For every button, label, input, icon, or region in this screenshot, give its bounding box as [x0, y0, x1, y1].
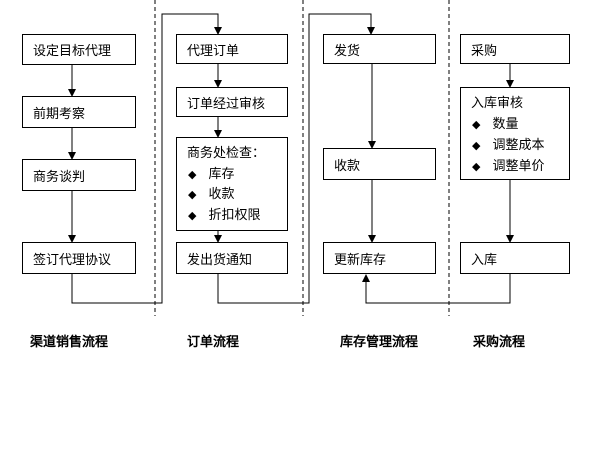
lane-title-purchase: 采购流程	[473, 335, 526, 350]
step-business-negotiation: 商务谈判	[22, 159, 136, 191]
step-ship: 发货	[323, 34, 436, 64]
review-item: 调整成本	[471, 135, 569, 156]
step-agent-order: 代理订单	[176, 34, 288, 64]
review-item: 数量	[471, 114, 569, 135]
lane-title-channel-sales: 渠道销售流程	[30, 335, 109, 350]
review-title: 入库审核	[471, 96, 524, 111]
step-preliminary-survey: 前期考察	[22, 96, 136, 128]
cross-lane-connector	[217, 13, 375, 304]
check-item: 折扣权限	[187, 206, 287, 227]
step-sign-agreement: 签订代理协议	[22, 242, 136, 274]
check-title: 商务处检查：	[187, 146, 266, 161]
lane-title-order: 订单流程	[187, 335, 240, 350]
step-inbound-review: 入库审核 数量 调整成本 调整单价	[460, 87, 570, 180]
step-purchase: 采购	[460, 34, 570, 64]
lane-title-inventory: 库存管理流程	[340, 335, 419, 350]
check-item: 库存	[187, 165, 287, 186]
step-set-target-agent: 设定目标代理	[22, 34, 136, 65]
step-collect-payment: 收款	[323, 148, 436, 180]
step-business-check: 商务处检查： 库存 收款 折扣权限	[176, 137, 288, 231]
step-warehouse-in: 入库	[460, 242, 570, 274]
step-update-inventory: 更新库存	[323, 242, 436, 274]
cross-lane-connector	[71, 13, 222, 304]
check-item: 收款	[187, 185, 287, 206]
step-delivery-notice: 发出货通知	[176, 242, 288, 274]
review-item: 调整单价	[471, 156, 569, 177]
cross-lane-connector	[362, 274, 511, 304]
step-order-review: 订单经过审核	[176, 87, 288, 117]
